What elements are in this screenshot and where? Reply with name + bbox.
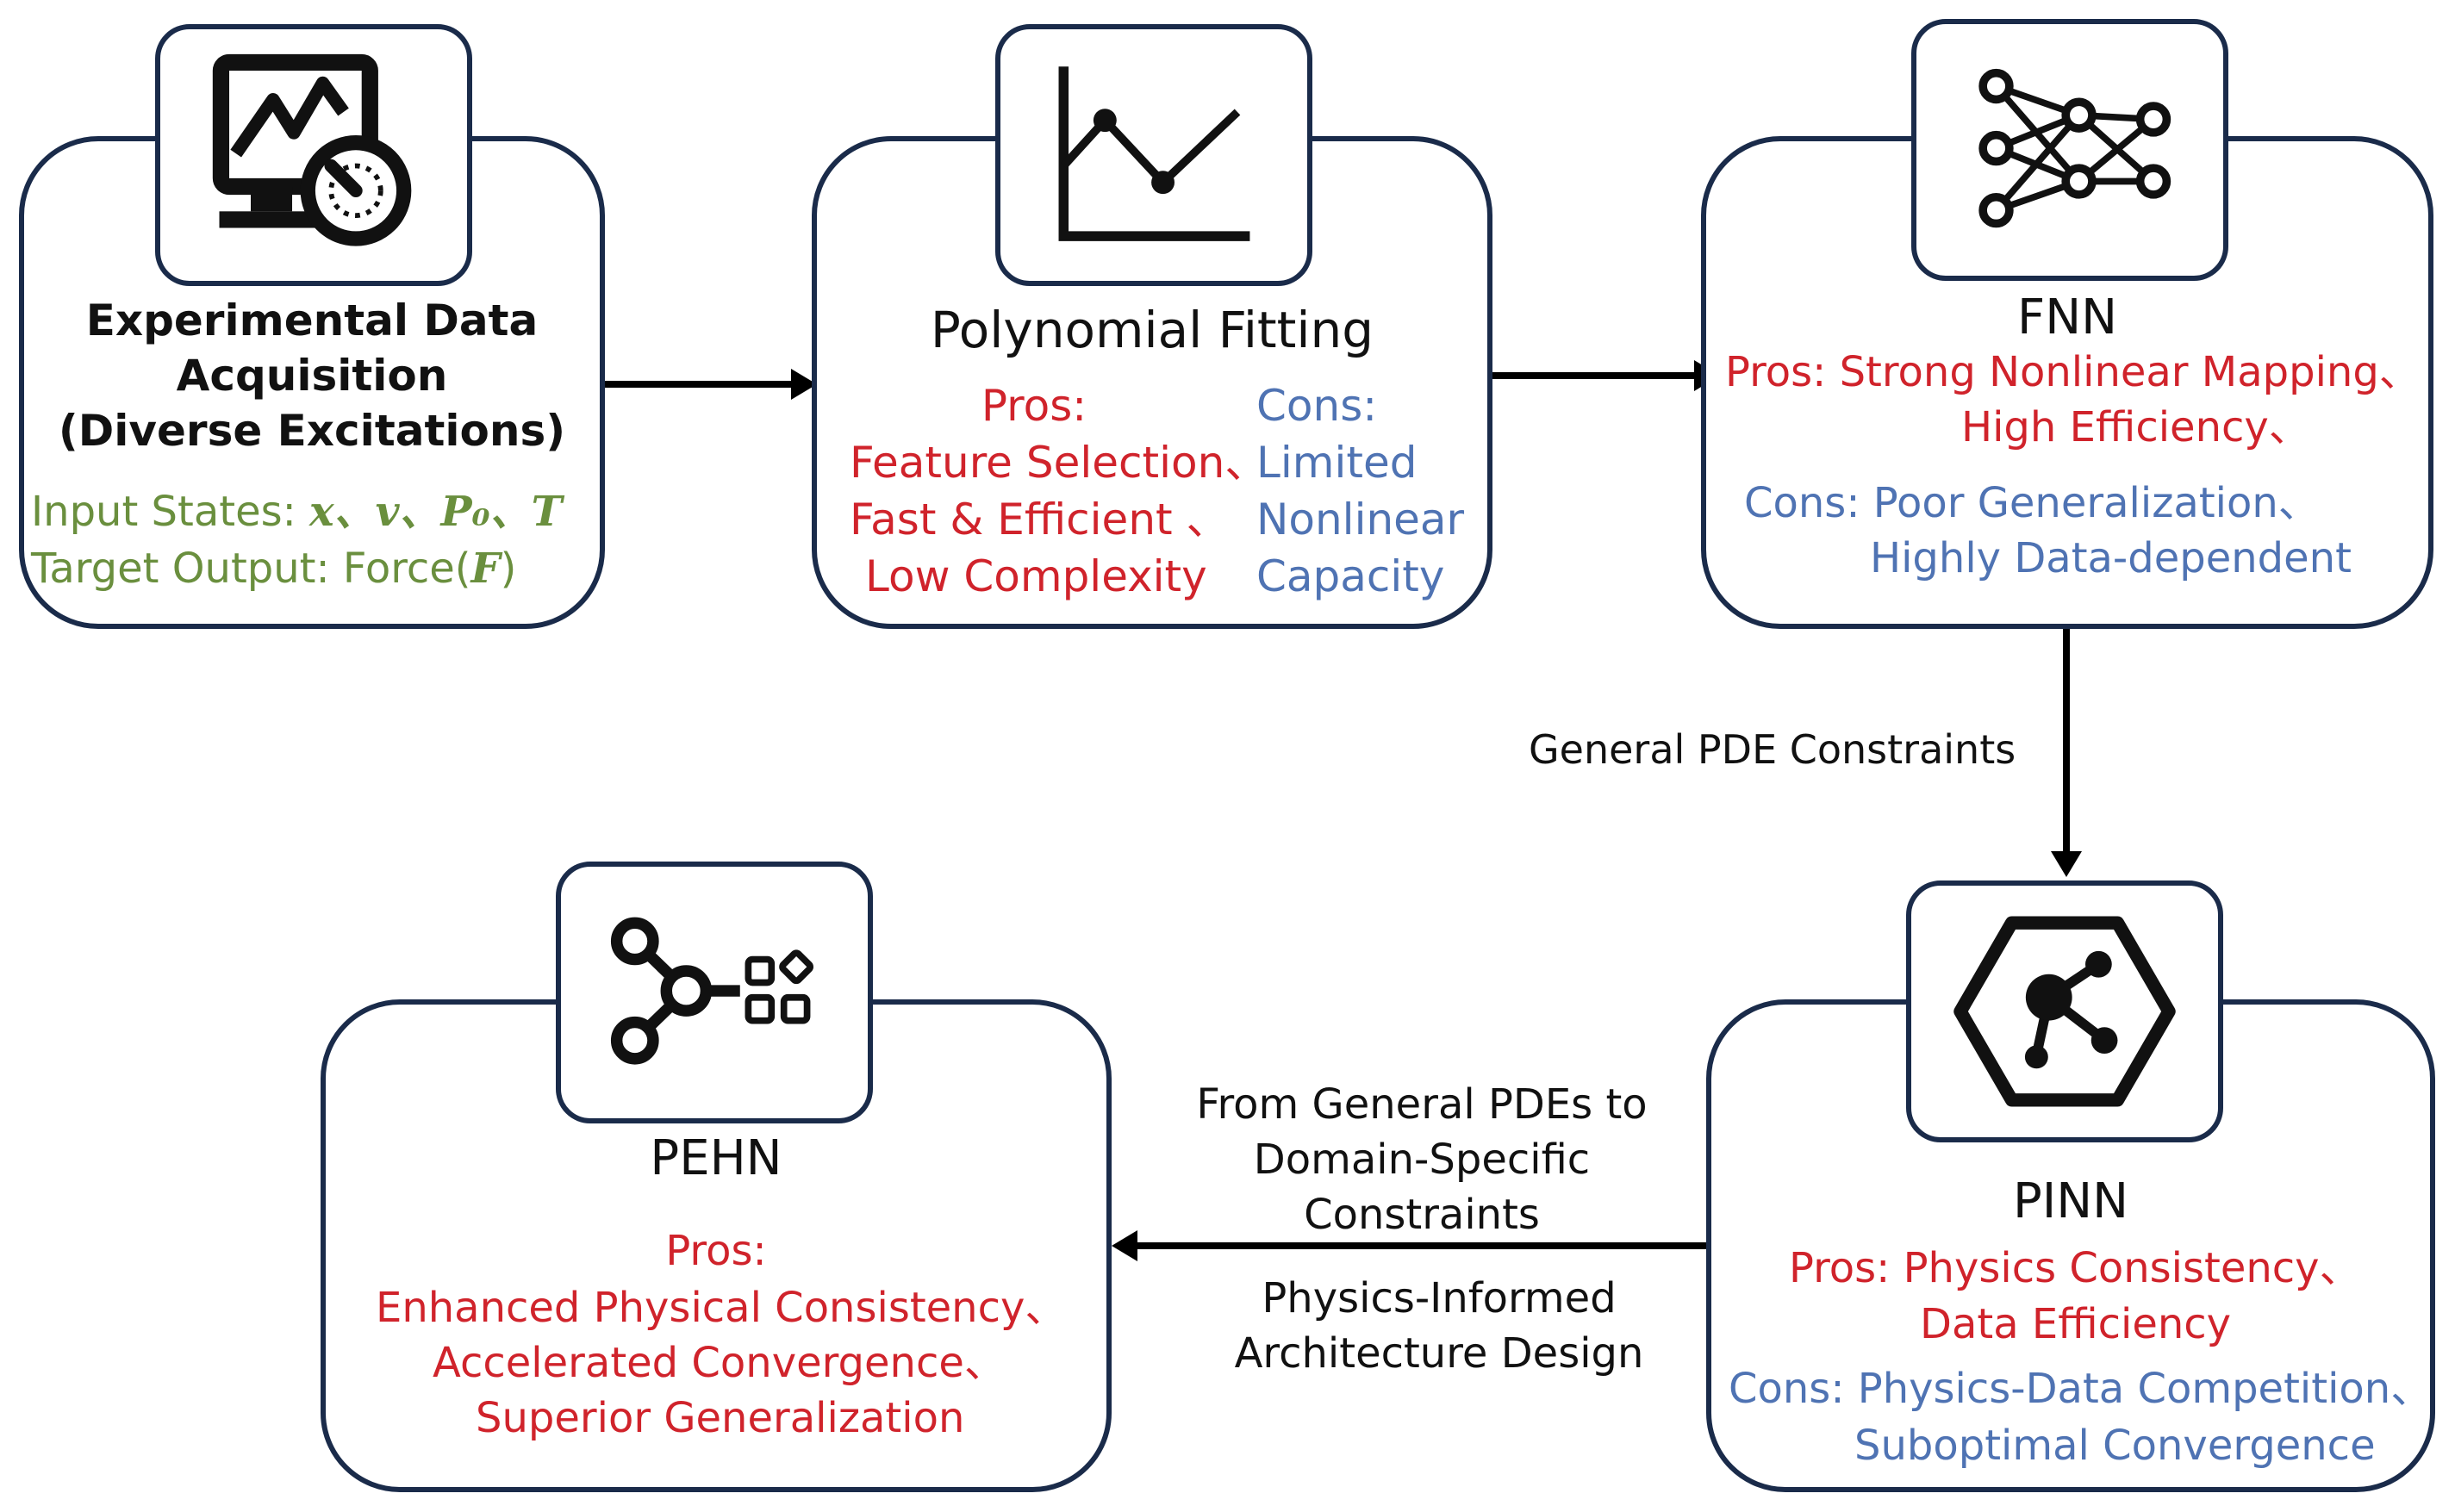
pinn-pros-2: Data Efficiency: [1920, 1300, 2232, 1348]
pinn-pros-1: Pros: Physics Consistency、: [1789, 1244, 2361, 1292]
poly-cons-1: Limited: [1256, 438, 1418, 488]
pehn-pros-2: Accelerated Convergence、: [433, 1339, 1006, 1387]
poly-pros-label: Pros:: [981, 381, 1087, 431]
line-chart-icon: [1058, 66, 1250, 241]
icon-box-pinn: [1906, 880, 2223, 1142]
arrowhead-pinn-to-pehn: [1112, 1230, 1137, 1261]
poly-cons-3: Capacity: [1256, 551, 1445, 601]
poly-pros-1: Feature Selection、: [850, 438, 1268, 488]
input-states-label: Input States:: [31, 488, 310, 536]
fnn-cons-1: Cons: Poor Generalization、: [1744, 479, 2320, 527]
poly-pros-2: Fast & Efficient 、: [850, 495, 1230, 544]
arrowhead-fnn-to-pinn: [2051, 851, 2082, 877]
target-output-close: ): [500, 544, 517, 593]
fnn-pros-2: High Efficiency、: [1961, 403, 2310, 451]
fnn-pros-1: Pros: Strong Nonlinear Mapping、: [1725, 348, 2421, 396]
icon-box-data-acquisition: [155, 24, 472, 286]
monitor-gauge-icon: [212, 53, 412, 246]
acq-title-line2: Acquisition: [176, 351, 448, 401]
poly-cons-label: Cons:: [1256, 381, 1378, 431]
fnn-title: FNN: [2017, 289, 2117, 345]
transition-label-line1: From General PDEs to: [1196, 1080, 1648, 1129]
poly-title: Polynomial Fitting: [930, 301, 1374, 359]
design-label-line2: Architecture Design: [1234, 1329, 1644, 1378]
acq-target-output: Target Output: Force(F): [31, 541, 516, 596]
pehn-pros-3: Superior Generalization: [476, 1394, 965, 1442]
arrow-pinn-to-pehn: [1137, 1242, 1706, 1249]
fnn-cons-2: Highly Data-dependent: [1870, 534, 2352, 582]
arrow-acq-to-poly: [603, 381, 794, 388]
neural-network-icon: [1978, 68, 2171, 228]
arrow-poly-to-fnn: [1491, 372, 1698, 379]
design-label-line1: Physics-Informed: [1262, 1274, 1617, 1322]
hexagon-network-icon: [1953, 916, 2176, 1107]
pinn-cons-1: Cons: Physics-Data Competition、: [1729, 1365, 2433, 1413]
arrow-fnn-to-pinn: [2063, 629, 2070, 855]
pehn-pros-label: Pros:: [665, 1227, 767, 1275]
pehn-title: PEHN: [650, 1130, 782, 1186]
pde-constraints-label: General PDE Constraints: [1529, 726, 2016, 773]
branch-modules-icon: [610, 917, 814, 1065]
target-output-label: Target Output: Force(: [31, 544, 471, 593]
target-output-var: F: [470, 544, 501, 593]
input-states-vars: x、v、P₀、T: [309, 488, 563, 536]
icon-box-fnn: [1911, 19, 2228, 281]
pehn-pros-1: Enhanced Physical Consistency、: [376, 1284, 1067, 1332]
acq-title-line1: Experimental Data: [85, 296, 539, 345]
pinn-title: PINN: [2012, 1173, 2129, 1229]
poly-cons-2: Nonlinear: [1256, 495, 1465, 544]
acq-title-line3: (Diverse Excitations): [58, 406, 566, 456]
transition-label-line3: Constraints: [1304, 1191, 1540, 1239]
transition-label-line2: Domain-Specific: [1253, 1136, 1591, 1184]
icon-box-pehn: [556, 862, 873, 1123]
card-fnn: [1701, 136, 2433, 629]
icon-box-polynomial: [995, 24, 1312, 286]
acq-input-states: Input States: x、v、P₀、T: [31, 484, 562, 539]
poly-pros-3: Low Complexity: [865, 551, 1207, 601]
pinn-cons-2: Suboptimal Convergence: [1854, 1422, 2376, 1470]
